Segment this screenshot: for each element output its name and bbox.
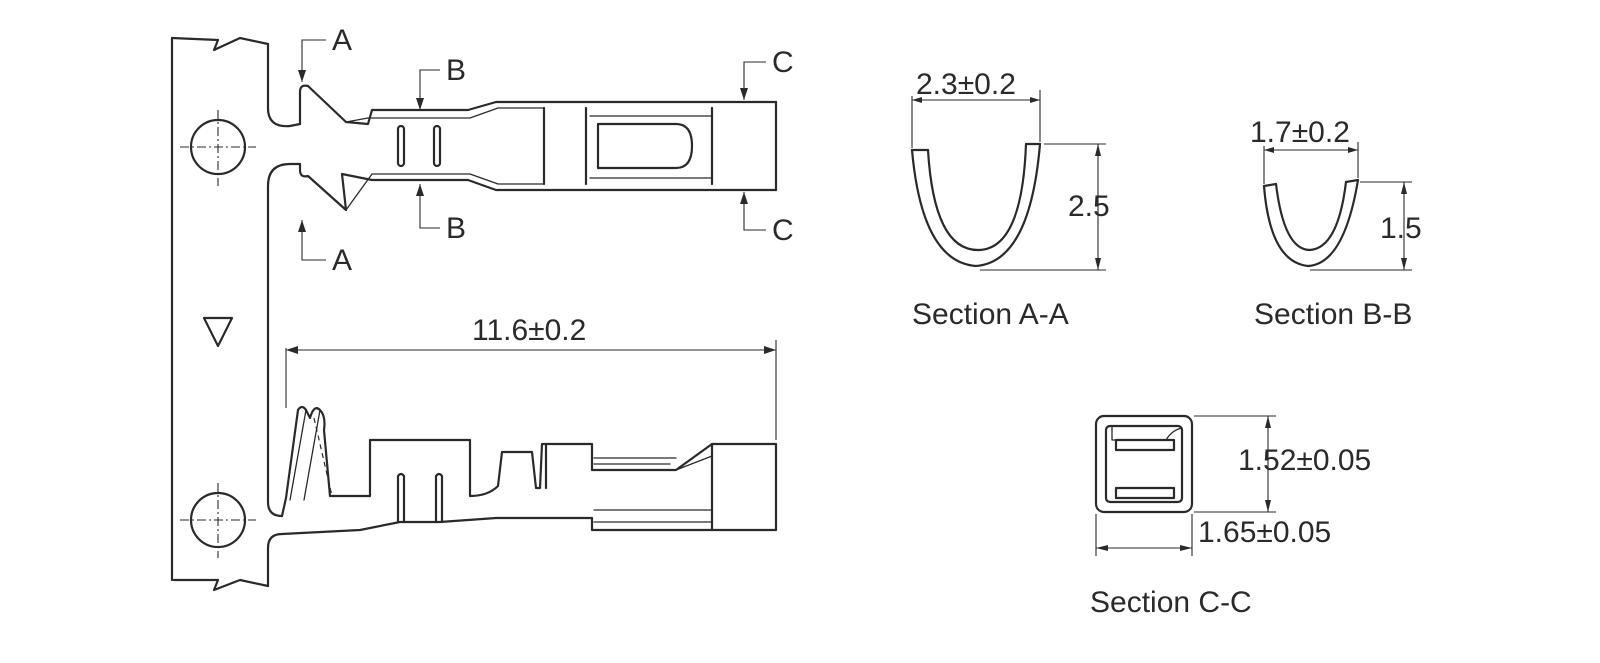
carrier-strip: [170, 36, 302, 592]
cut-b-bottom-label: B: [446, 212, 466, 245]
dim-section-a-height-label: 2.5: [1068, 190, 1110, 223]
cut-c-top-label: C: [772, 46, 794, 79]
section-a-title: Section A-A: [912, 298, 1069, 331]
dim-section-a-height: 2.5: [980, 143, 1110, 271]
dim-section-c-height-label: 1.52±0.05: [1238, 444, 1371, 477]
cut-marker-c: C C: [740, 46, 794, 247]
dim-section-a-width: 2.3±0.2: [911, 68, 1041, 148]
cut-a-bottom-label: A: [332, 244, 352, 277]
section-c-title: Section C-C: [1090, 586, 1252, 619]
cut-b-top-label: B: [446, 54, 466, 87]
section-b-profile: [1262, 178, 1360, 268]
dim-section-c-height: 1.52±0.05: [1194, 415, 1371, 513]
dim-overall-length-label: 11.6±0.2: [472, 314, 586, 347]
terminal-side-view: [280, 405, 778, 536]
terminal-top-view: [298, 84, 778, 212]
dim-section-b-height: 1.5: [1310, 181, 1422, 271]
dim-section-b-width-label: 1.7±0.2: [1250, 116, 1350, 149]
cut-c-bottom-label: C: [772, 214, 794, 247]
section-b-title: Section B-B: [1254, 298, 1412, 331]
dim-section-b-width: 1.7±0.2: [1250, 116, 1359, 184]
dim-section-c-width: 1.65±0.05: [1095, 514, 1331, 556]
section-a-profile: [910, 142, 1042, 268]
dim-section-c-width-label: 1.65±0.05: [1198, 516, 1331, 549]
pilot-hole-top: [180, 110, 256, 186]
section-c-profile: [1094, 414, 1194, 514]
dim-section-b-height-label: 1.5: [1380, 212, 1422, 245]
pilot-hole-bottom: [180, 483, 256, 558]
dim-section-a-width-label: 2.3±0.2: [916, 68, 1016, 101]
cut-a-top-label: A: [332, 24, 352, 57]
cut-marker-b: B B: [416, 54, 466, 245]
dim-overall-length: 11.6±0.2: [285, 314, 777, 440]
direction-triangle-icon: [202, 316, 234, 348]
cut-marker-a: A A: [298, 24, 352, 277]
